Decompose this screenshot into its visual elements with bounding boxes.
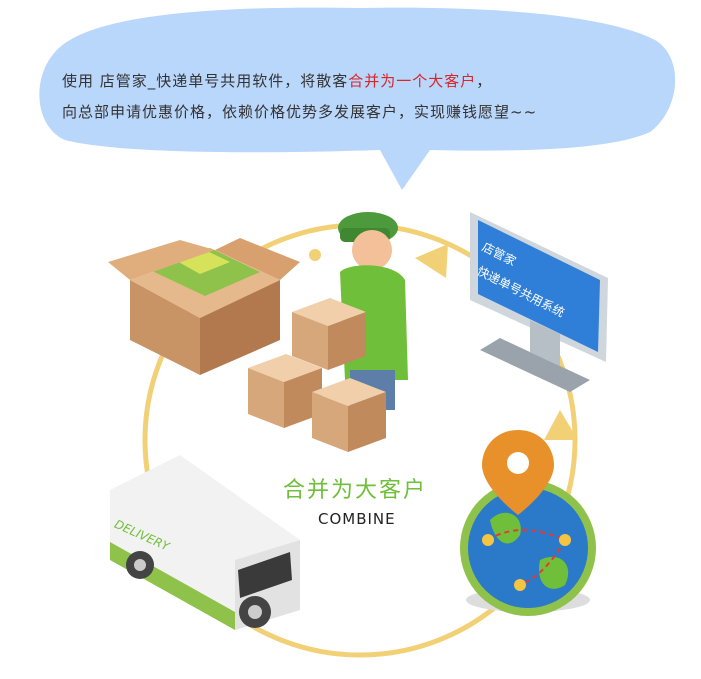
arrow-dot — [309, 249, 321, 261]
arrow-head-top — [415, 244, 448, 278]
combine-title-en: COMBINE — [318, 510, 396, 528]
bubble-line-1-tail: ， — [476, 72, 493, 90]
speech-bubble — [39, 7, 676, 191]
parcel-stack — [248, 298, 386, 452]
arrow-head-right — [544, 410, 578, 440]
bubble-highlight: 合并为一个大客户 — [348, 72, 477, 90]
bubble-line-1: 使用 店管家_快递单号共用软件，将散客合并为一个大客户， — [62, 70, 662, 91]
bubble-line-2: 向总部申请优惠价格，依赖价格优势多发展客户，实现赚钱愿望~~ — [62, 103, 538, 121]
computer-monitor — [470, 212, 608, 392]
bubble-line-1-text: 使用 店管家_快递单号共用软件，将散客 — [62, 72, 349, 90]
money-box — [108, 238, 300, 375]
globe-with-location-pin — [460, 430, 596, 616]
delivery-van — [110, 455, 300, 630]
combine-title-cn: 合并为大客户 — [283, 478, 428, 503]
